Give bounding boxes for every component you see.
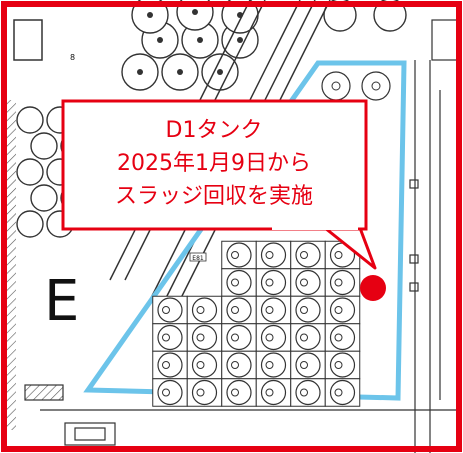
area-e-tank: [16, 158, 44, 186]
area-e-tank: [30, 132, 58, 160]
tank-nozzle: [334, 388, 343, 397]
tank-nozzle: [265, 278, 274, 287]
tank-nozzle: [334, 251, 343, 259]
callout-line-1: D1タンク: [165, 118, 263, 143]
background-tank-center: [237, 37, 243, 43]
tank-nozzle: [196, 333, 205, 342]
d1-tank-area-outline: [83, 60, 407, 401]
tank-nozzle: [300, 333, 308, 342]
tank-nozzle: [334, 306, 343, 314]
tank-nozzle: [231, 361, 239, 369]
target-tank-marker: [360, 275, 386, 301]
background-tank-center: [192, 9, 198, 15]
right-structures: [409, 19, 458, 453]
left-building: [13, 19, 43, 61]
area-sign-text: E81: [192, 255, 204, 262]
background-tank-center: [177, 69, 183, 75]
tank-nozzle: [196, 306, 205, 314]
tank-nozzle: [300, 278, 308, 287]
background-tank-center: [197, 37, 203, 43]
upper-tank-center: [331, 81, 341, 91]
tank-nozzle: [231, 388, 239, 397]
tank-nozzle: [265, 251, 274, 259]
tank-nozzle: [265, 306, 274, 314]
tank-nozzle: [265, 333, 274, 342]
background-tank: [323, 0, 357, 32]
area-e-tank: [16, 106, 44, 134]
tank-nozzle: [196, 361, 205, 369]
area-sign: [189, 252, 207, 262]
tank-nozzle: [231, 278, 239, 287]
tank-nozzle: [265, 361, 274, 369]
upper-tank-row: [321, 71, 391, 101]
upper-tank: [361, 71, 391, 101]
tank-nozzle: [300, 361, 308, 369]
tank-grid: [152, 240, 361, 407]
background-tank-center: [217, 69, 223, 75]
area-e-tank: [16, 210, 44, 238]
background-tank: [373, 0, 407, 32]
callout-line-2: 2025年1月9日から: [117, 151, 311, 176]
background-tanks-layer: [121, 0, 407, 91]
bottom-structures: [24, 384, 460, 446]
tank-nozzle: [265, 388, 274, 397]
small-marker-text: 8: [70, 53, 75, 62]
tank-nozzle: [334, 361, 343, 369]
tank-nozzle: [334, 333, 343, 342]
callout-line-3: スラッジ回収を実施: [114, 184, 313, 209]
tank-nozzle: [231, 306, 239, 314]
tank-nozzle: [196, 388, 205, 397]
background-tank-center: [137, 69, 143, 75]
background-tank-center: [157, 37, 163, 43]
callout-text: D1タンク 2025年1月9日から スラッジ回収を実施: [64, 114, 364, 213]
upper-tank: [321, 71, 351, 101]
tank-nozzle: [162, 388, 170, 397]
tank-nozzle: [231, 251, 239, 259]
tank-nozzle: [334, 278, 343, 287]
tank-nozzle: [300, 306, 308, 314]
callout-box: [61, 99, 368, 231]
area-e-tank: [30, 184, 58, 212]
background-tank-center: [147, 12, 153, 18]
tank-nozzle: [162, 333, 170, 342]
tank-nozzle: [162, 306, 170, 314]
tank-nozzle: [300, 251, 308, 259]
callout-seam: [272, 225, 358, 230]
upper-tank-center: [371, 81, 381, 91]
tank-nozzle: [231, 333, 239, 342]
area-label: E: [44, 269, 80, 334]
tank-nozzle: [300, 388, 308, 397]
tank-nozzle: [162, 361, 170, 369]
